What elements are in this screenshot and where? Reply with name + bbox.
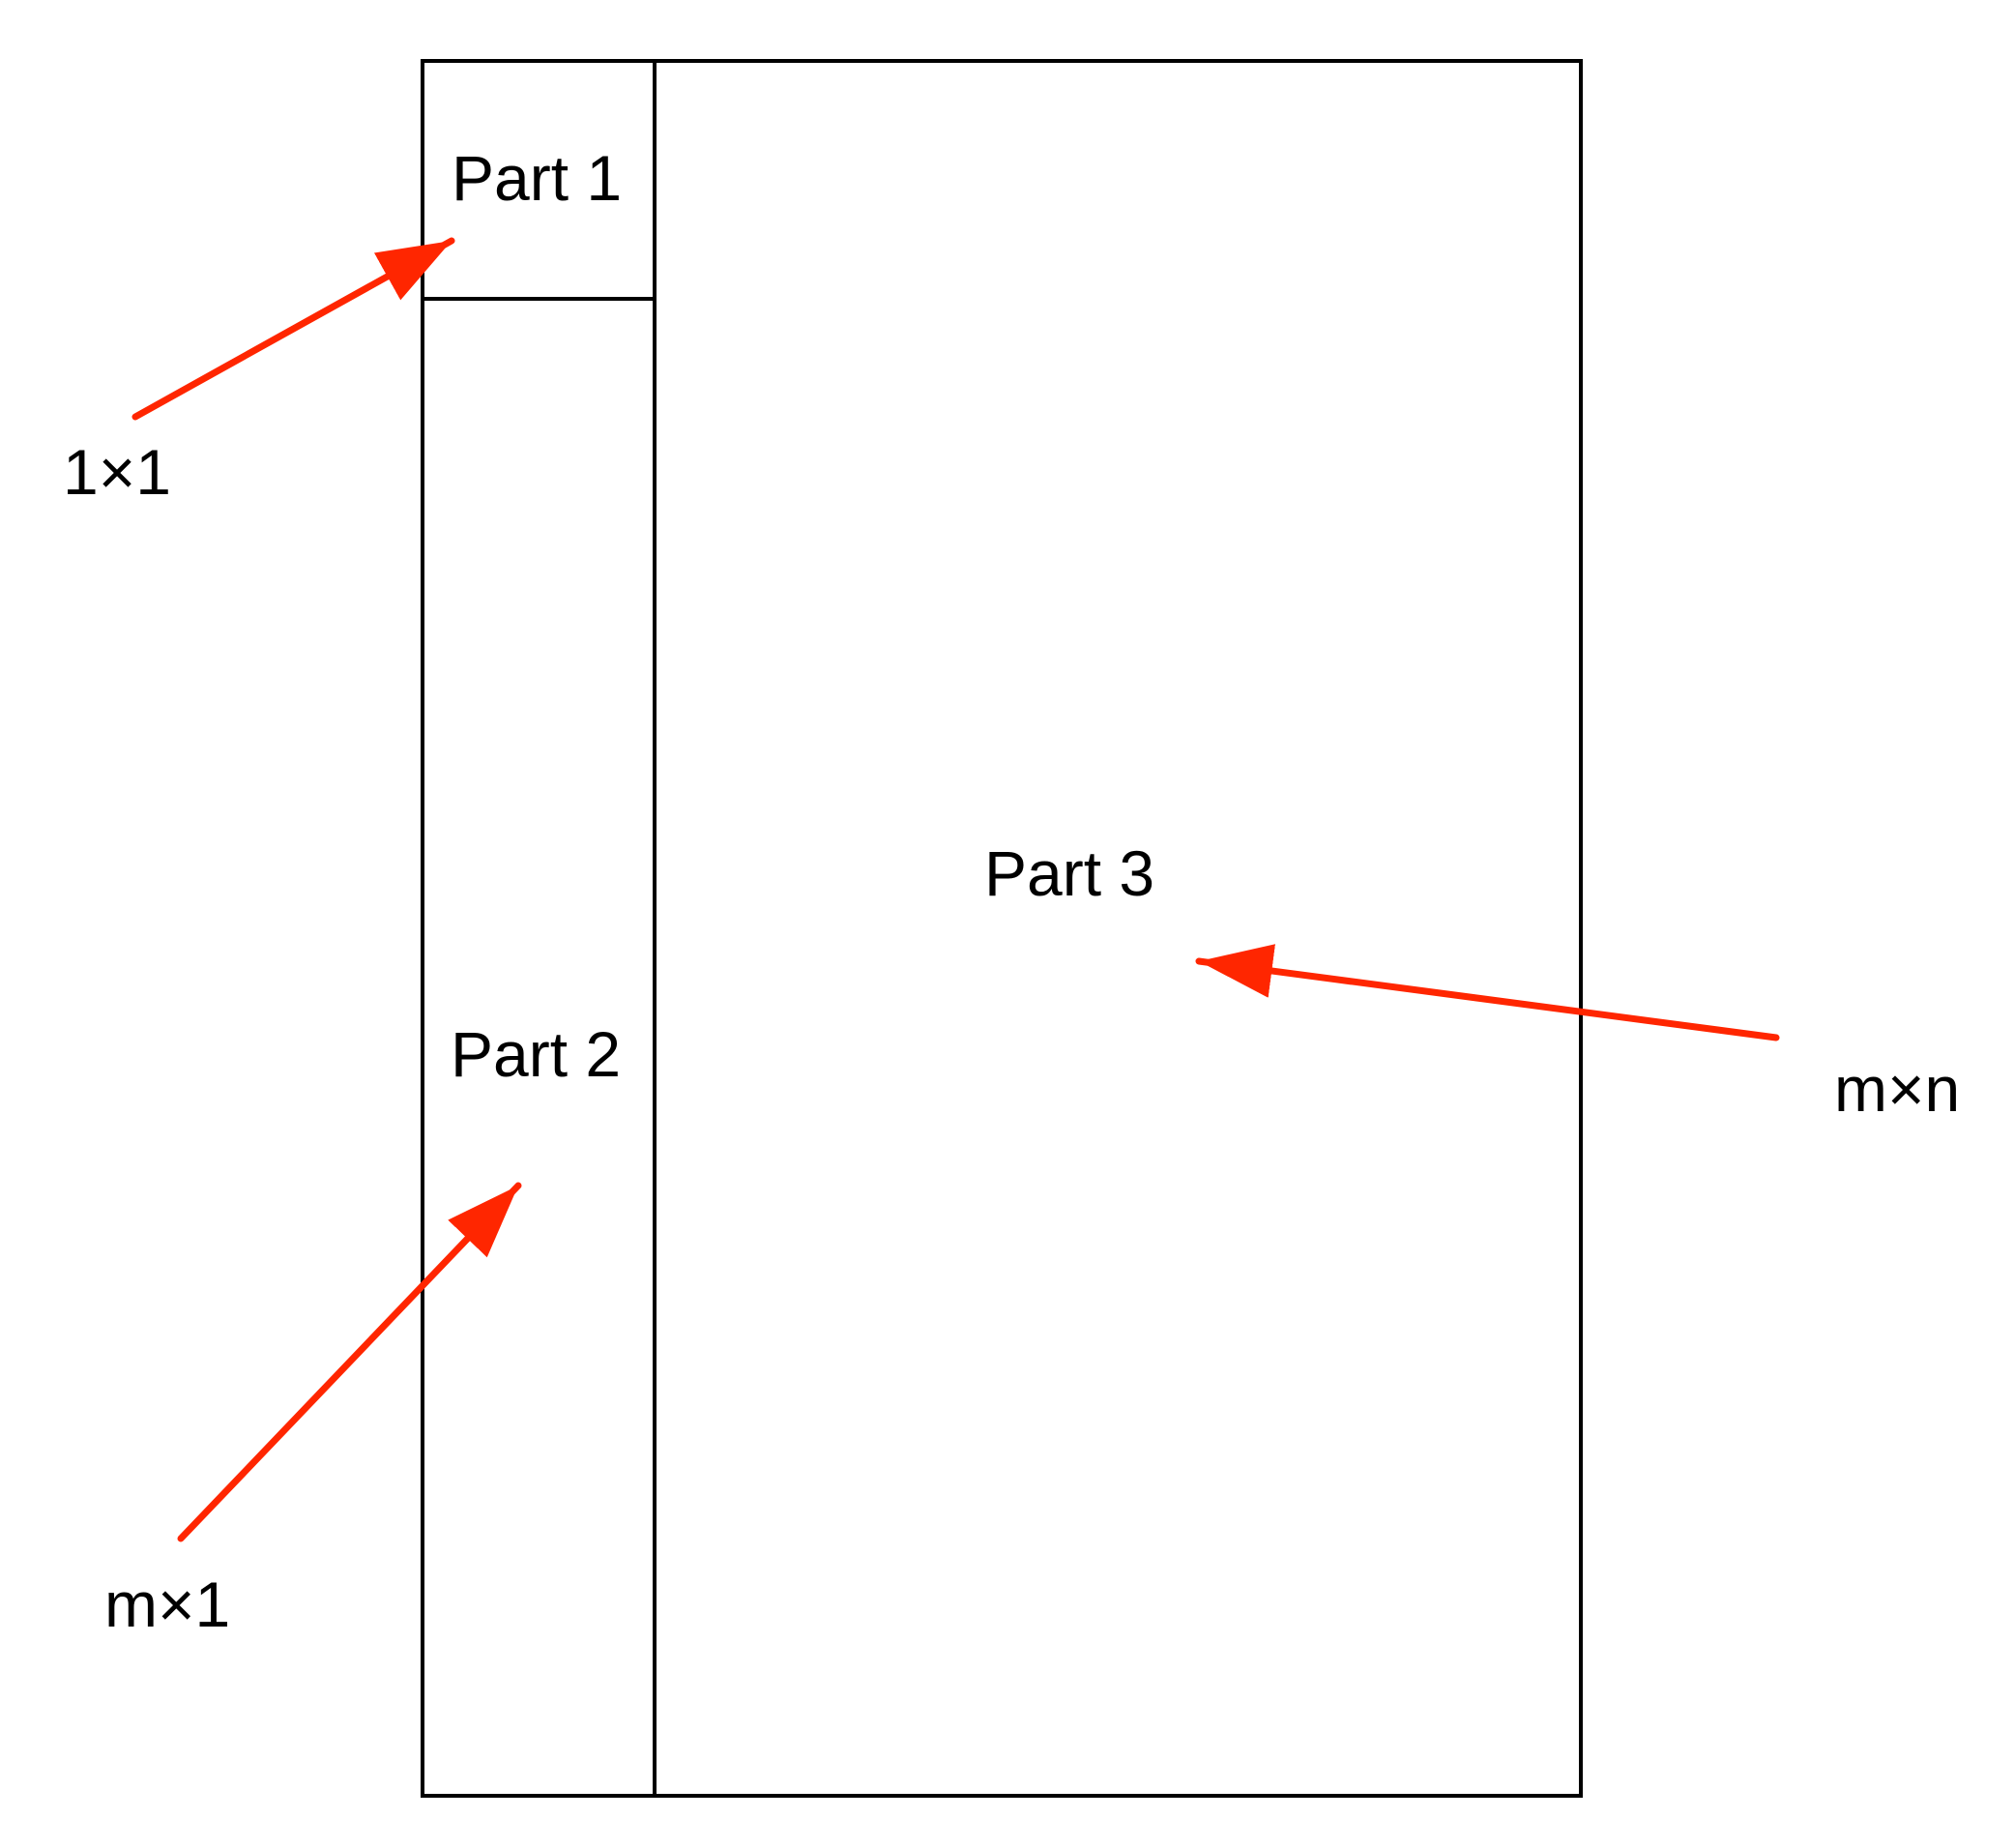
arrow-1x1 <box>131 237 455 421</box>
arrow-mx1 <box>177 1182 522 1542</box>
dimension-label-1x1: 1×1 <box>63 436 171 508</box>
part3-label: Part 3 <box>984 837 1154 909</box>
outer-matrix-box <box>421 59 1583 1798</box>
dimension-label-mx1: m×1 <box>104 1569 230 1640</box>
matrix-outline <box>421 59 1583 1798</box>
dimension-label-mxn: m×n <box>1834 1053 1960 1125</box>
part1-label: Part 1 <box>452 142 622 214</box>
arrow-mxn <box>1195 944 1780 1041</box>
part2-label: Part 2 <box>451 1018 621 1090</box>
